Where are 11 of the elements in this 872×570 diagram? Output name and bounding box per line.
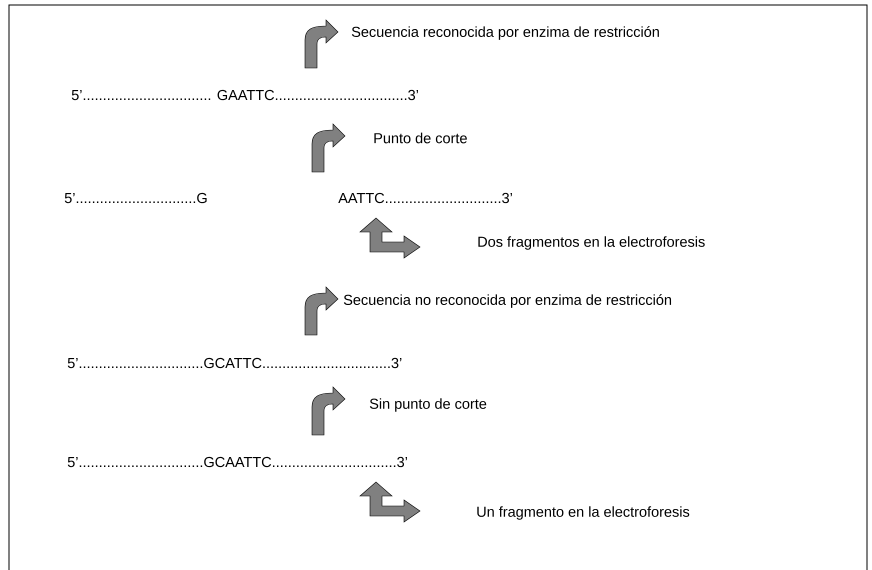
label-text: Secuencia reconocida por enzima de restricción xyxy=(352,26,659,40)
sequence-text: 5’...............................GCAATTC...............................3’ xyxy=(68,456,407,468)
label-text: Secuencia no reconocida por enzima de restricción xyxy=(344,294,672,308)
sequence-text: AATTC.............................3’ xyxy=(338,192,512,204)
label-text: Dos fragmentos en la electroforesis xyxy=(478,236,705,250)
label-text: Un fragmento en la electroforesis xyxy=(477,506,690,520)
sequence-text: 5’...............................GCATTC................................3’ xyxy=(68,358,402,368)
sequence-text: 5’..............................G xyxy=(64,192,207,204)
label-text: Punto de corte xyxy=(374,132,467,144)
sequence-text: 5’................................ GAATTC.................................3’ xyxy=(72,90,418,100)
label-text: Sin punto de corte xyxy=(370,398,486,412)
